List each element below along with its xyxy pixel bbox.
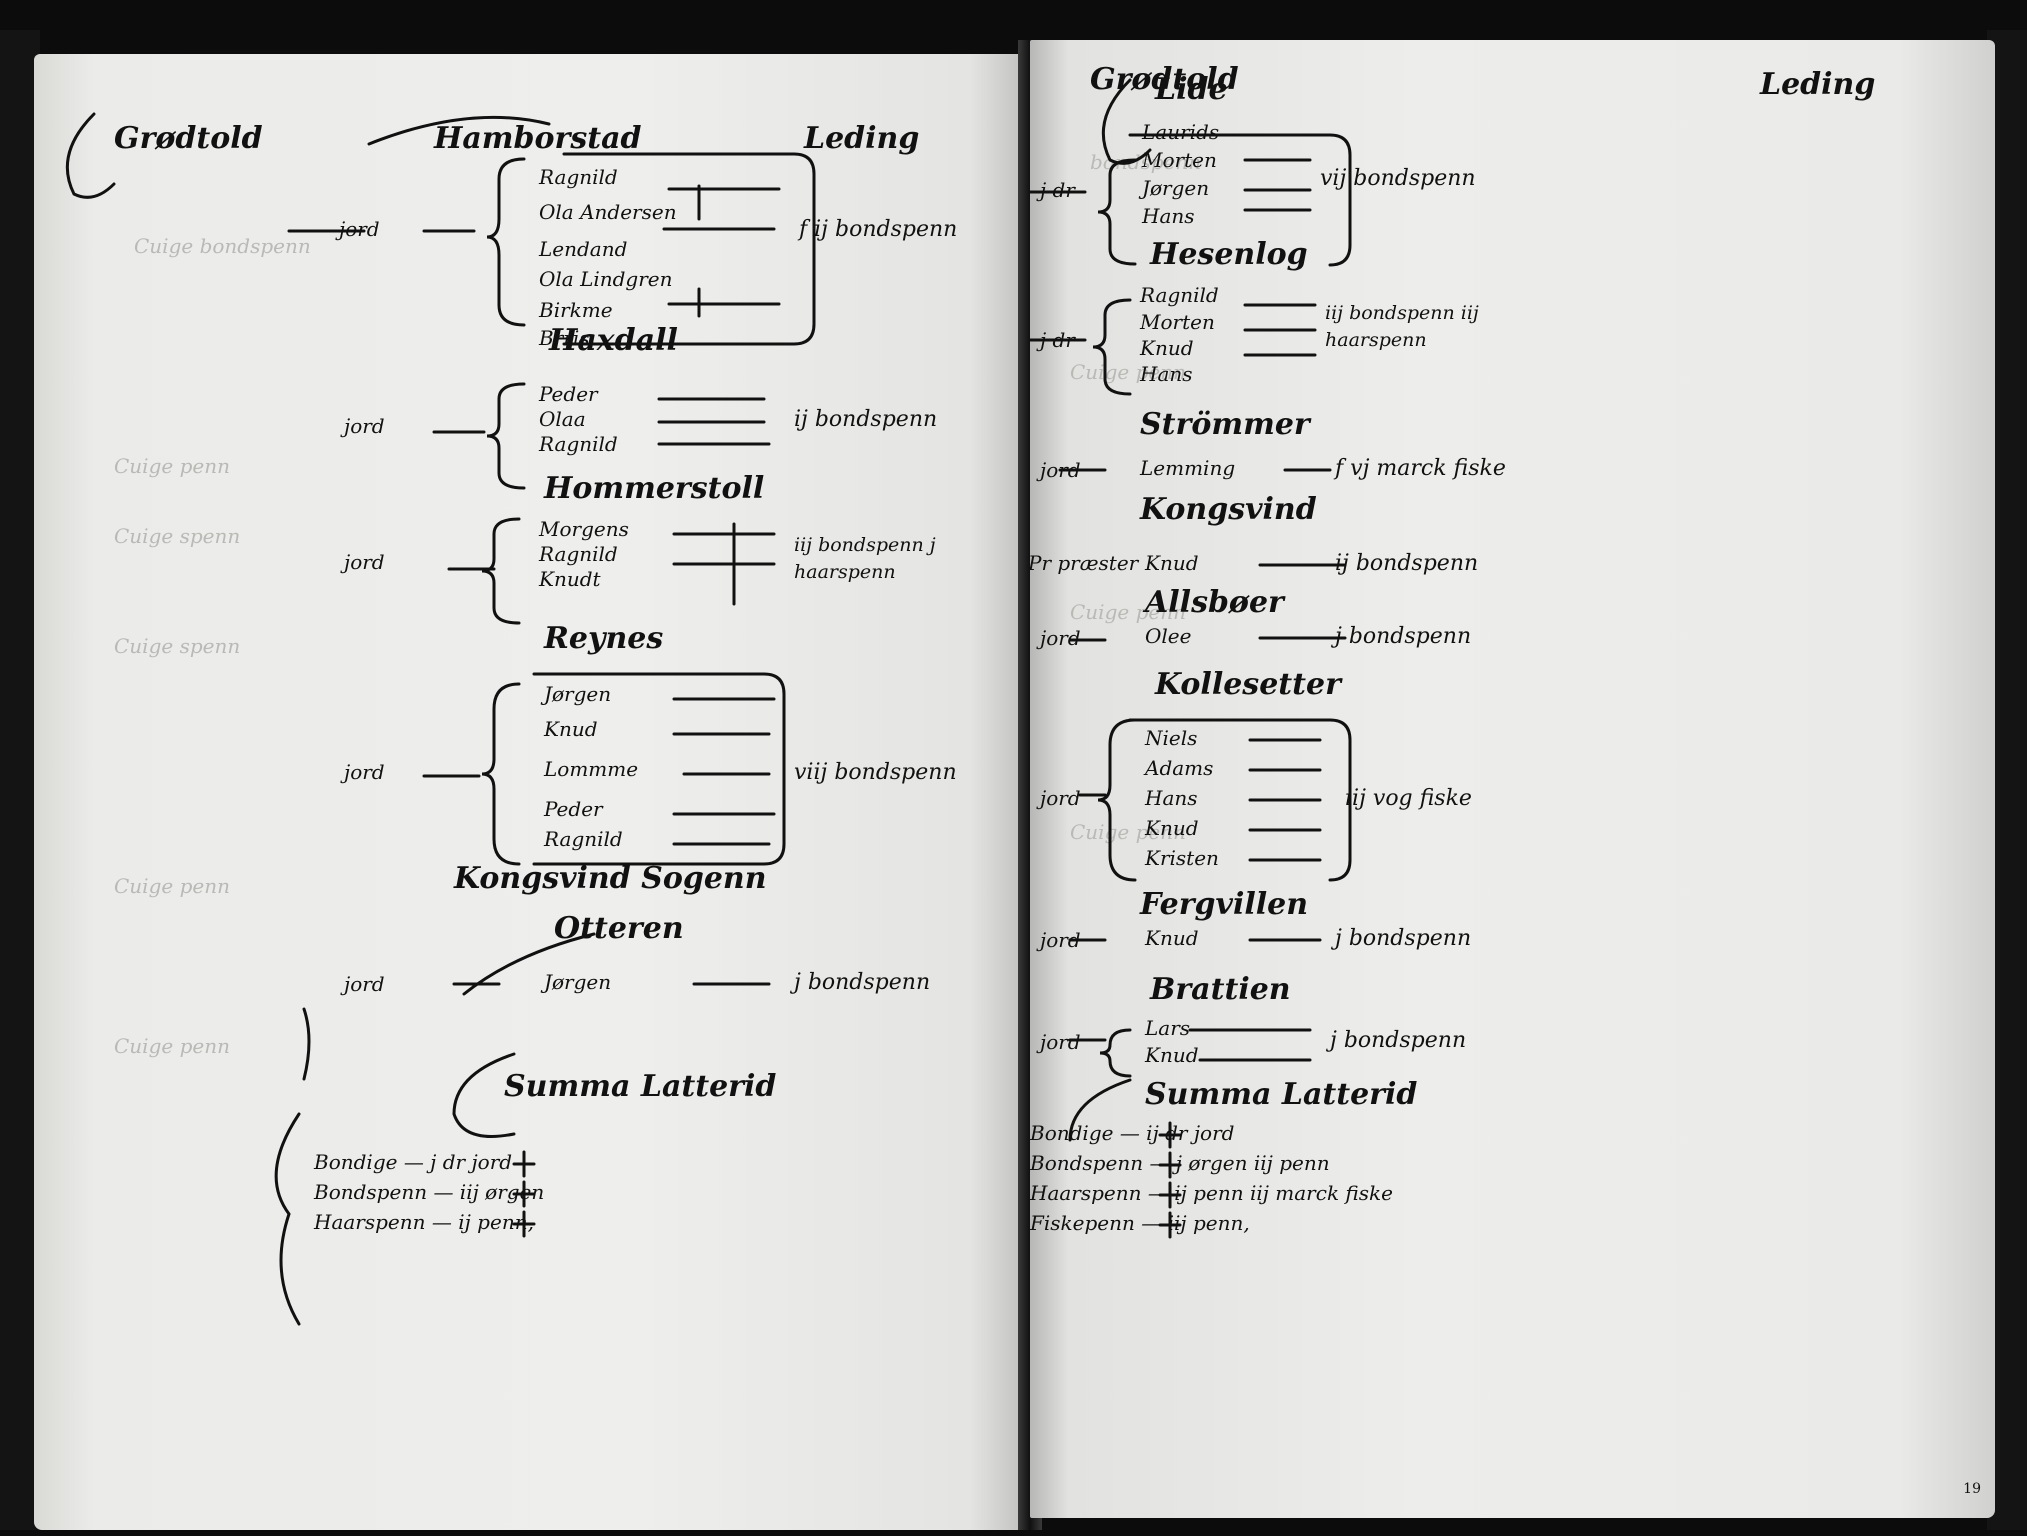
right-header-right: Leding xyxy=(1760,67,1876,102)
farm-name: Reynes xyxy=(544,621,664,656)
left-header-left: Grødtold xyxy=(114,121,263,156)
left-header-center: Hamborstad xyxy=(434,121,642,156)
list-item: Morten xyxy=(1142,148,1217,172)
list-item: Olee xyxy=(1145,624,1192,648)
row-prefix: jord xyxy=(344,760,385,784)
row-prefix: jord xyxy=(1040,458,1081,482)
list-item: Jørgen xyxy=(544,970,612,994)
farm-name: Otteren xyxy=(554,911,684,946)
list-item: Jørgen xyxy=(1142,176,1210,200)
left-header-right: Leding xyxy=(804,121,920,156)
farm-name: Haxdall xyxy=(549,323,678,358)
left-scan-edge xyxy=(0,30,40,1530)
tax-amount: f ij bondspenn xyxy=(799,217,958,242)
list-item: Hans xyxy=(1142,204,1195,228)
tax-amount: iij bondspenn j haarspenn xyxy=(794,534,936,583)
list-item: Birkme xyxy=(539,298,613,322)
list-item: Peder xyxy=(544,797,603,821)
tax-amount: j bondspenn xyxy=(1335,624,1472,649)
row-prefix: j dr xyxy=(1040,178,1075,202)
list-item: Lendand xyxy=(539,237,628,261)
list-item: Morten xyxy=(1140,310,1215,334)
list-item: Knud xyxy=(1145,926,1199,950)
list-item: Knud xyxy=(1145,816,1199,840)
list-item: Lemming xyxy=(1140,456,1236,480)
right-page-ink-strokes xyxy=(1030,78,1352,1239)
list-item: Knudt xyxy=(539,567,601,591)
list-item: Ragnild xyxy=(539,542,618,566)
row-prefix: j dr xyxy=(1040,328,1075,352)
left-page-ink-strokes xyxy=(65,112,816,1326)
list-item: Laurids xyxy=(1142,120,1220,144)
farm-name: Hesenlog xyxy=(1150,237,1308,272)
summa-title: Summa Latterid xyxy=(1145,1077,1418,1112)
list-item: Peder xyxy=(539,382,598,406)
summa-line: Bondige — j dr jord xyxy=(314,1150,513,1174)
row-prefix: jord xyxy=(344,550,385,574)
tax-amount: vij bondspenn xyxy=(1320,166,1476,191)
parish-heading: Kongsvind Sogenn xyxy=(454,861,767,896)
list-item: Hans xyxy=(1145,786,1198,810)
list-item: Hans xyxy=(1140,362,1193,386)
list-item: Kristen xyxy=(1145,846,1219,870)
list-item: Ola Andersen xyxy=(539,200,677,224)
tax-amount: viij bondspenn xyxy=(794,760,957,785)
list-item: Ragnild xyxy=(544,827,623,851)
list-item: Knud xyxy=(544,717,598,741)
farm-name: Kollesetter xyxy=(1155,667,1341,702)
list-item: Lars xyxy=(1145,1016,1191,1040)
summa-line: Bondige — ij dr jord xyxy=(1030,1121,1235,1145)
tax-amount: j bondspenn xyxy=(1335,926,1472,951)
farm-name: Kongsvind xyxy=(1140,492,1317,527)
farm-name: Hommerstoll xyxy=(544,471,765,506)
farm-name: Lide xyxy=(1155,72,1228,107)
farm-name: Strömmer xyxy=(1140,407,1310,442)
tax-amount: iij bondspenn iij haarspenn xyxy=(1325,302,1479,351)
list-item: Lommme xyxy=(544,757,639,781)
left-manuscript-page: Cuige bondspenn Cuige penn Cuige spenn C… xyxy=(34,54,1030,1530)
summa-line: Bondspenn — iij ørgen xyxy=(314,1180,545,1204)
tax-amount: ij bondspenn xyxy=(1335,551,1479,576)
list-item: Olaa xyxy=(539,407,586,431)
right-manuscript-page: bondspenn Cuige penn Cuige penn Cuige pe… xyxy=(1030,40,1995,1518)
row-prefix: jord xyxy=(344,972,385,996)
right-header-left: Grødtold xyxy=(1090,62,1239,97)
farm-name: Brattien xyxy=(1150,972,1291,1007)
row-prefix: jord xyxy=(344,414,385,438)
row-prefix: jord xyxy=(1040,928,1081,952)
folio-number: 19 xyxy=(1963,1481,1981,1497)
row-prefix: jord xyxy=(1040,786,1081,810)
summa-line: Fiskepenn — iij penn, xyxy=(1030,1211,1250,1235)
list-item: Ragnild xyxy=(1140,283,1219,307)
row-prefix: jord xyxy=(339,217,380,241)
tax-amount: f vj marck fiske xyxy=(1335,456,1506,481)
farm-name: Allsbøer xyxy=(1145,585,1284,620)
summa-line: Haarspenn — ij penn iij marck fiske xyxy=(1030,1181,1393,1205)
list-item: Ola Lindgren xyxy=(539,267,673,291)
list-item: Ragnild xyxy=(539,432,618,456)
list-item: Knud xyxy=(1145,1043,1199,1067)
row-prefix: Pr præster xyxy=(1030,551,1139,575)
tax-amount: j bondspenn xyxy=(1330,1028,1467,1053)
list-item: Jørgen xyxy=(544,682,612,706)
row-prefix: jord xyxy=(1040,626,1081,650)
list-item: Ragnild xyxy=(539,165,618,189)
list-item: Niels xyxy=(1145,726,1198,750)
list-item: Morgens xyxy=(539,517,629,541)
farm-name: Fergvillen xyxy=(1140,887,1309,922)
row-prefix: jord xyxy=(1040,1030,1081,1054)
list-item: Brris xyxy=(539,326,590,350)
tax-amount: iij vog fiske xyxy=(1345,786,1472,811)
tax-amount: j bondspenn xyxy=(794,970,931,995)
summa-title: Summa Latterid xyxy=(504,1069,777,1104)
summa-line: Haarspenn — ij penn, xyxy=(314,1210,534,1234)
list-item: Adams xyxy=(1145,756,1214,780)
tax-amount: ij bondspenn xyxy=(794,407,938,432)
list-item: Knud xyxy=(1140,336,1194,360)
summa-line: Bondspenn — j ørgen iij penn xyxy=(1030,1151,1330,1175)
list-item: Knud xyxy=(1145,551,1199,575)
